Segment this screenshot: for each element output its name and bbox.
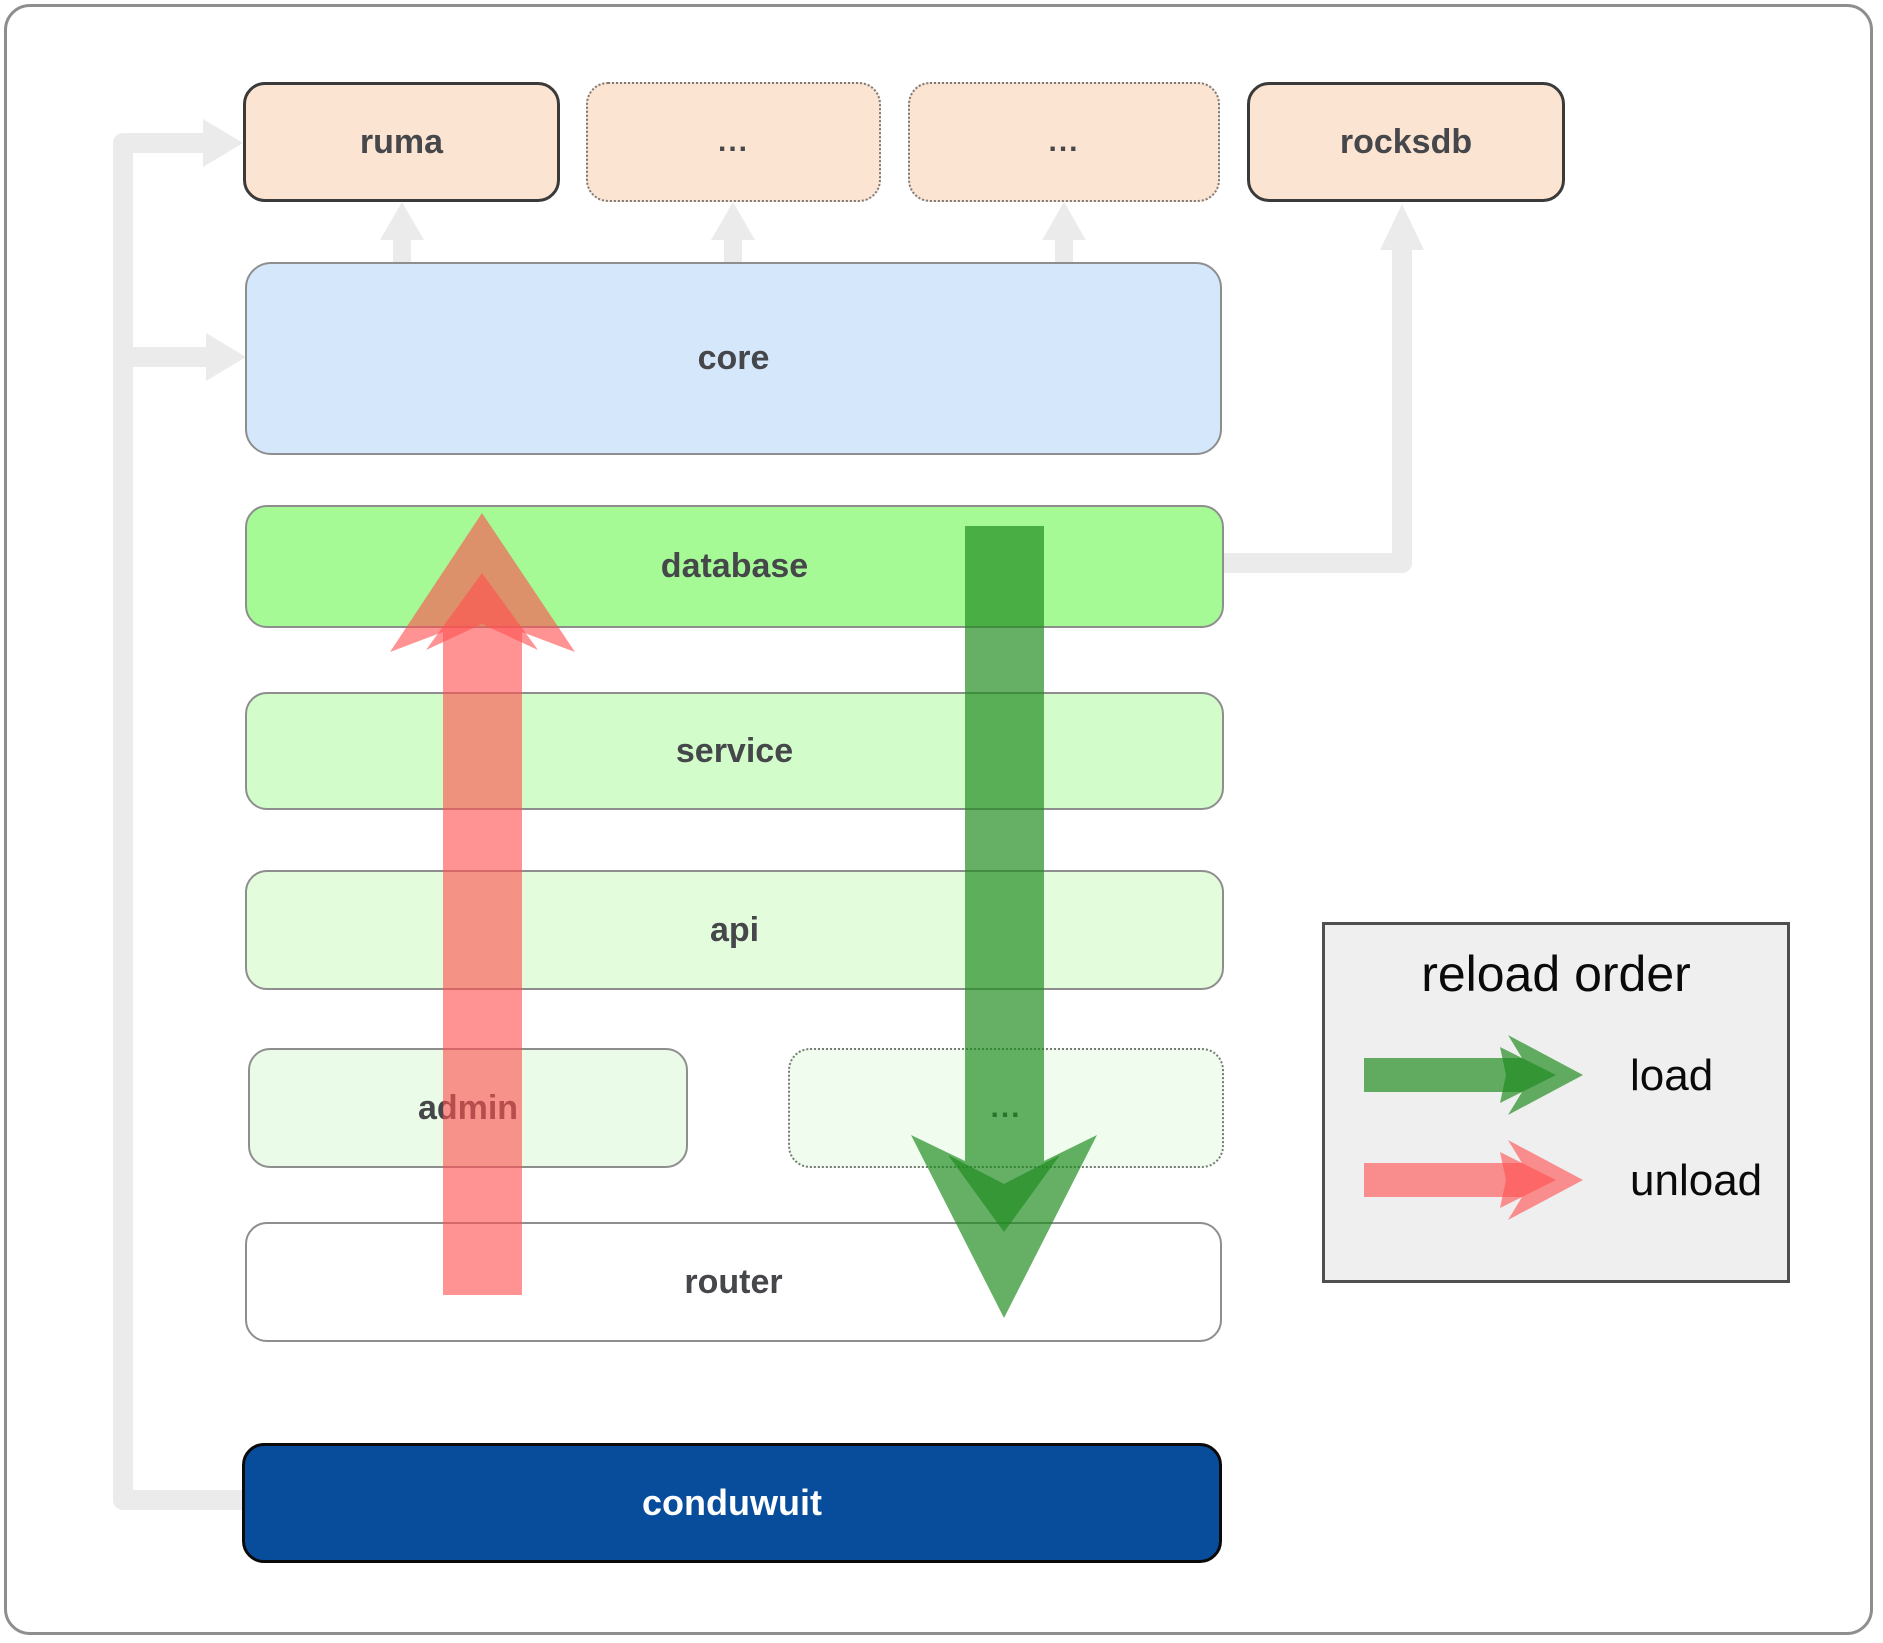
node-core: core — [245, 262, 1222, 455]
node-label: service — [675, 731, 794, 770]
legend-title: reload order — [1421, 946, 1691, 1002]
node-admin: admin — [248, 1048, 688, 1168]
node-label: api — [709, 910, 760, 949]
node-label: ... — [1048, 125, 1080, 158]
node-database: database — [245, 505, 1224, 628]
node-label: ... — [990, 1091, 1022, 1124]
node-ellipsis-top-1: ... — [586, 82, 881, 202]
node-service: service — [245, 692, 1224, 810]
node-label: conduwuit — [642, 1482, 822, 1523]
node-label: database — [660, 547, 809, 585]
node-ellipsis-admin: ... — [788, 1048, 1224, 1168]
node-label: admin — [417, 1088, 519, 1127]
node-conduwuit: conduwuit — [242, 1443, 1222, 1563]
node-label: core — [697, 339, 770, 377]
node-api: api — [245, 870, 1224, 990]
node-router: router — [245, 1222, 1222, 1342]
node-label: ... — [717, 125, 749, 158]
legend-panel: reload order load unload — [1322, 922, 1790, 1283]
node-rocksdb: rocksdb — [1247, 82, 1565, 202]
diagram-frame — [4, 4, 1873, 1635]
node-label: ruma — [359, 122, 444, 161]
node-label: rocksdb — [1339, 122, 1473, 161]
node-label: router — [684, 1262, 783, 1301]
node-ellipsis-top-2: ... — [908, 82, 1220, 202]
legend-unload-label: unload — [1630, 1156, 1763, 1205]
node-ruma: ruma — [243, 82, 560, 202]
legend-load-label: load — [1630, 1051, 1714, 1100]
